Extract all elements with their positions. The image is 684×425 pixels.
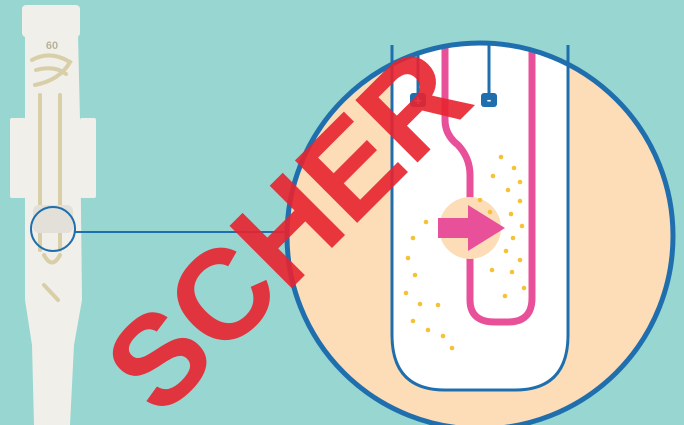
particle-dot [520, 224, 525, 229]
particle-dot [518, 258, 523, 263]
particle-dot [413, 273, 418, 278]
electrode-negative: - [481, 92, 497, 107]
particle-dot [406, 256, 411, 261]
particle-dot [503, 294, 508, 299]
particle-dot [490, 268, 495, 273]
electrode-negative-symbol: - [487, 92, 491, 107]
strip-cap [22, 5, 80, 37]
strip-wing-right [80, 118, 96, 198]
particle-dot [522, 286, 527, 291]
strip-printed-code: 60 [46, 40, 58, 52]
particle-dot [512, 166, 517, 171]
particle-dot [426, 328, 431, 333]
particle-dot [424, 220, 429, 225]
particle-dot [499, 155, 504, 160]
particle-dot [504, 249, 509, 254]
particle-dot [491, 174, 496, 179]
particle-dot [506, 188, 511, 193]
particle-dot [404, 291, 409, 296]
particle-dot [436, 303, 441, 308]
particle-dot [411, 319, 416, 324]
strip-window [33, 205, 73, 233]
particle-dot [510, 270, 515, 275]
particle-dot [518, 199, 523, 204]
particle-dot [509, 212, 514, 217]
particle-dot [478, 198, 483, 203]
particle-dot [418, 302, 423, 307]
particle-dot [441, 334, 446, 339]
particle-dot [488, 210, 493, 215]
strip-wing-left [10, 118, 26, 198]
particle-dot [518, 180, 523, 185]
particle-dot [511, 236, 516, 241]
particle-dot [411, 236, 416, 241]
particle-dot [450, 346, 455, 351]
